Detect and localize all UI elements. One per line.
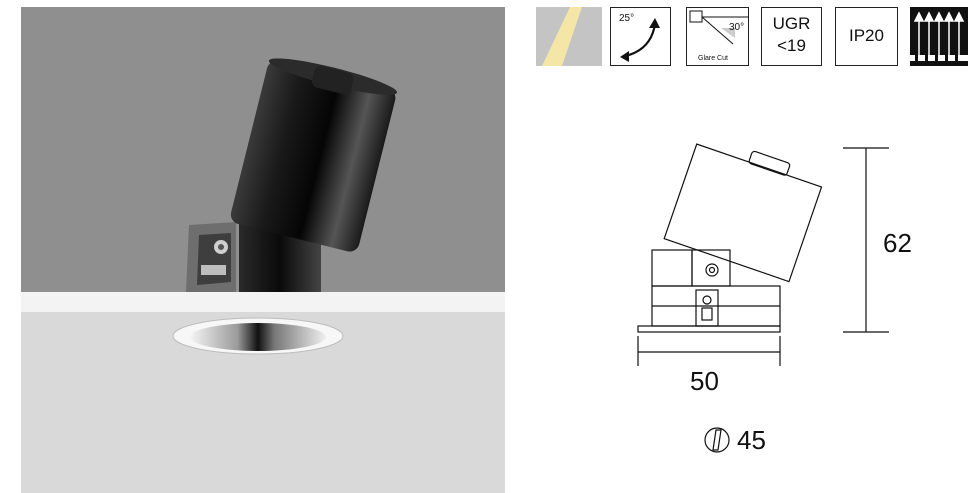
ip-rating-icon-box: IP20 [835,7,898,66]
beam-icon-box [536,7,602,66]
ugr-icon-box: UGR <19 [761,7,822,66]
product-photo-ceiling [21,312,505,493]
heat-dissipation-icon-box [910,7,968,66]
glare-cut-icon [689,10,749,45]
light-beam-icon [542,7,582,66]
ip-rating-value: IP20 [849,26,884,45]
tilt-angle-icon-box: 25° [610,7,671,66]
height-dimension: 62 [883,228,912,258]
cutout-diameter-icon [704,427,730,453]
cutout-dimension: 45 [737,425,766,455]
ugr-label: UGR [772,14,811,33]
width-dimension: 50 [690,366,719,396]
photo-divider [21,292,505,312]
tilt-angle-value: 25° [619,13,635,24]
rotate-arrow-icon [620,18,660,62]
fixture-illustration [186,58,398,292]
glare-cut-icon-box: 30° Glare Cut [686,7,749,66]
glare-cut-label: Glare Cut [698,55,728,62]
glare-angle-value: 30° [729,22,745,33]
product-photo-fixture [21,7,505,292]
ugr-value: <19 [777,36,806,55]
heat-arrows-icon [910,11,968,61]
downlight-ring-illustration [172,317,344,355]
